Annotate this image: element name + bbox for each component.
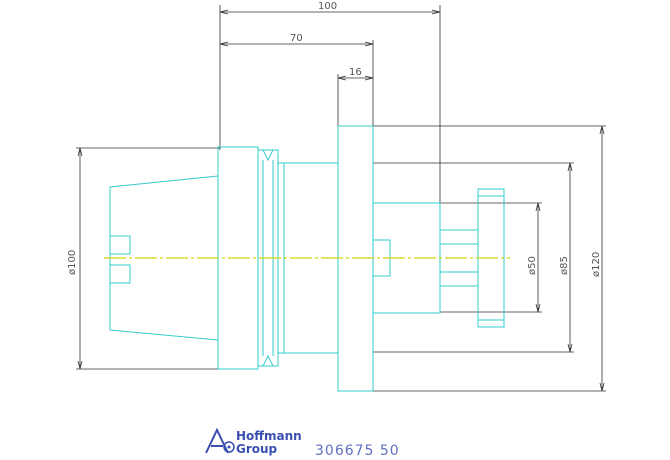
dimension-lines [76, 5, 606, 392]
dim-length-70: 70 [290, 33, 303, 44]
dim-diameter-120: ø120 [591, 252, 602, 277]
logo-line-1: Hoffmann [236, 429, 302, 443]
logo-mark-icon [205, 427, 235, 454]
logo-line-2: Group [236, 442, 278, 456]
dim-length-16: 16 [349, 67, 362, 78]
dim-length-100: 100 [318, 1, 337, 12]
dim-diameter-85: ø85 [559, 256, 570, 275]
part-number: 306675 50 [315, 443, 400, 459]
dim-diameter-100: ø100 [67, 250, 78, 275]
hoffmann-group-logo: Hoffmann Group [205, 427, 302, 456]
dim-diameter-50: ø50 [527, 256, 538, 275]
